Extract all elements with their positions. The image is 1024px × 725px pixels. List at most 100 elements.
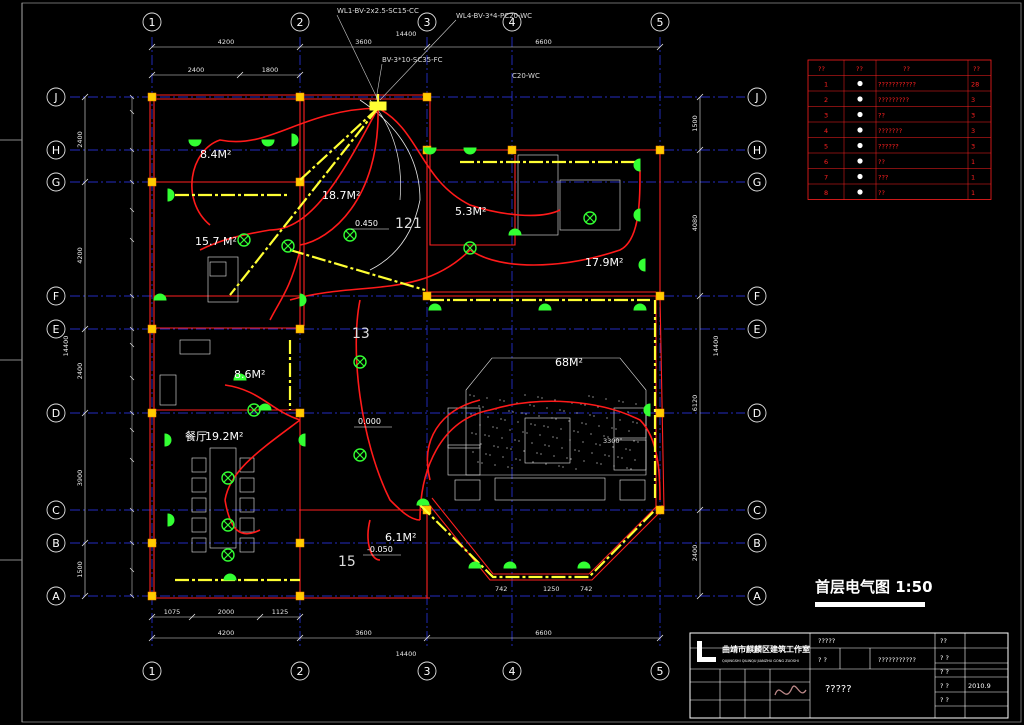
carpet-dot: [509, 429, 511, 431]
dining-table: [209, 447, 237, 549]
bed-frame: [559, 179, 621, 231]
socket-half: [223, 573, 237, 581]
socket-half: [468, 561, 482, 569]
title-group: 首层电气图 1:50: [815, 578, 933, 596]
circuit-hall: [299, 107, 379, 246]
axis-bubble: [747, 403, 767, 423]
legend-header: ??: [973, 65, 980, 73]
side-table: [619, 479, 646, 501]
lamp-device: [353, 448, 367, 462]
socket-half: [638, 258, 646, 272]
axis-bubble: [417, 661, 437, 681]
lamp-ring: [353, 355, 367, 369]
socket-device: [468, 561, 482, 569]
carpet-dot: [500, 418, 502, 420]
legend-desc: ?????????: [878, 96, 909, 104]
socket-half: [188, 139, 202, 147]
octagon-dim-label: 742: [495, 585, 507, 593]
socket-device: [167, 188, 175, 202]
wall-room-f: [426, 150, 660, 297]
dim-label: 3900: [76, 470, 84, 487]
dim-label: 2000: [218, 608, 235, 616]
column: [147, 538, 157, 548]
carpet-dot: [515, 458, 517, 460]
socket-half: [463, 147, 477, 155]
carpet-dot: [603, 435, 605, 437]
sink: [159, 374, 177, 406]
dim-tick: [296, 634, 304, 642]
carpet-dot: [525, 413, 527, 415]
carpet-dot: [562, 466, 564, 468]
lamp-device: [281, 239, 295, 253]
socket-half: [261, 139, 275, 147]
axis-bubble: [46, 319, 66, 339]
carpet-dot: [574, 449, 576, 451]
electrical-devices: [153, 101, 651, 581]
lamp-cross: [465, 243, 475, 253]
carpet-dot: [541, 397, 543, 399]
axis-col-label: 1: [149, 665, 156, 678]
axis-row-label: D: [753, 407, 761, 420]
legend-desc: ??: [878, 112, 885, 120]
feeder-octagon: [419, 504, 656, 579]
axis-bubble: [747, 286, 767, 306]
drawing-title: 首层电气图 1:50: [815, 578, 933, 596]
axis-bubble: [502, 12, 522, 32]
column: [147, 591, 157, 601]
carpet-dot: [635, 403, 637, 405]
axis-bubble: [142, 12, 162, 32]
dim-label: 6600: [535, 629, 552, 637]
axis-col-label: 2: [297, 665, 304, 678]
socket-device: [428, 303, 442, 311]
axis-row-label: E: [754, 323, 761, 336]
carpet-dot: [499, 399, 501, 401]
socket-device: [223, 573, 237, 581]
carpet-dot: [585, 423, 587, 425]
axis-col-label: 3: [424, 665, 431, 678]
legend-qty: 1: [971, 189, 975, 197]
carpet-dot: [626, 467, 628, 469]
elevation-label: 0.450: [355, 219, 378, 228]
wall-closet: [429, 150, 516, 246]
wire-label: BV-3*10-SC35-FC: [382, 56, 443, 64]
dim-tick: [148, 71, 156, 79]
legend-desc: ??: [878, 189, 885, 197]
titleblock-cell: 2010.9: [968, 682, 991, 690]
chair: [239, 537, 255, 553]
carpet-dot: [477, 461, 479, 463]
carpet-dot: [518, 440, 520, 442]
furniture: [159, 154, 647, 553]
carpet-dot: [581, 422, 583, 424]
legend-desc: ??: [878, 158, 885, 166]
carpet-dot: [598, 425, 600, 427]
lamp-cross: [223, 473, 233, 483]
axis-row-label: H: [52, 144, 60, 157]
carpet-dot: [502, 456, 504, 458]
column: [147, 177, 157, 187]
column: [295, 408, 305, 418]
armchair: [613, 439, 647, 471]
legend-desc: ???????: [878, 127, 902, 135]
carpet-dot: [558, 465, 560, 467]
carpet-dot: [563, 410, 565, 412]
carpet-dot: [589, 414, 591, 416]
carpet-dot: [537, 396, 539, 398]
stair-label: 13: [352, 326, 370, 342]
room-area-label: 17.9M²: [585, 256, 623, 269]
legend-header: ??: [903, 65, 910, 73]
dim-label: 1500: [691, 115, 699, 132]
carpet-dot: [566, 457, 568, 459]
carpet-dot: [620, 438, 622, 440]
dim-tick: [423, 43, 431, 51]
feeder-2: [229, 107, 379, 296]
carpet-dot: [523, 450, 525, 452]
room-area-label: 15.7 M²: [195, 235, 237, 248]
carpet-dot: [519, 459, 521, 461]
carpet-dot: [582, 441, 584, 443]
circuit-bedroom-2: [199, 107, 379, 251]
carpet-dot: [605, 398, 607, 400]
carpet-dot: [504, 419, 506, 421]
socket-device: [423, 147, 437, 155]
